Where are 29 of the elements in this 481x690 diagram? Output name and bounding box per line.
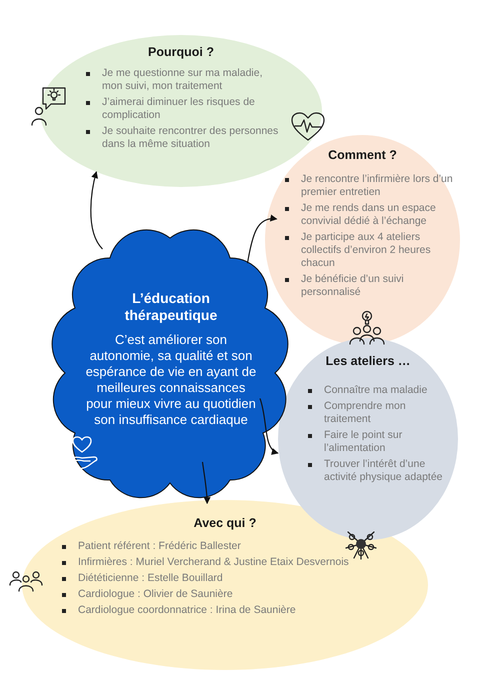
bullet-text: Faire le point sur l’alimentation [324, 429, 404, 455]
bullet-text: Trouver l’intérêt d’une activité physique adaptée [324, 458, 444, 484]
bullet-text: Patient référent : Frédéric Ballester [78, 540, 241, 553]
arrow [90, 171, 103, 250]
arrow [246, 215, 278, 264]
arrow [259, 398, 279, 454]
arrow [202, 462, 211, 504]
bullet-text: Je me rends dans un espace convivial dédié à l’échange [301, 202, 437, 228]
bubble-heading: Pourquoi ? [148, 45, 214, 59]
bullet-text: J’aimerai diminuer les risques de complication [102, 96, 256, 122]
ellipse-bubble [278, 338, 458, 540]
bullet-text: Cardiologue coordonnatrice : Irina de Saunière [78, 604, 296, 617]
bullet-text: Infirmières : Muriel Vercherand & Justine Etaix Desvernois [78, 556, 349, 569]
cloud-heading: L’éducation thérapeutique [124, 290, 218, 324]
bullet-text: Je rencontre l’infirmière lors d’un premier entretien [301, 173, 454, 199]
bullet-text: Je souhaite rencontrer des personnes dans la même situation [102, 125, 280, 151]
bubble-heading: Avec qui ? [194, 516, 256, 530]
bullet-text: Cardiologue : Olivier de Saunière [78, 588, 233, 601]
ellipse-bubble [265, 135, 460, 345]
cloud-description: C’est améliorer son autonomie, sa qualité et son espérance de vie en ayant de meilleures connaissances pour mieux vivre au quotidien son insuffisance cardiaque [85, 332, 257, 428]
ellipse-bubble [22, 500, 428, 670]
bullet-text: Je bénéficie d’un suivi personnalisé [301, 273, 405, 299]
bubble-heading: Les ateliers … [326, 354, 410, 368]
bullet-text: Comprendre mon traitement [324, 400, 407, 426]
bullet-text: Je participe aux 4 ateliers collectifs d’environ 2 heures chacun [301, 231, 432, 270]
bullet-text: Je me questionne sur ma maladie, mon suivi, mon traitement [102, 67, 264, 93]
bullet-text: Diététicienne : Estelle Bouillard [78, 572, 223, 585]
bullet-text: Connaître ma maladie [324, 384, 428, 397]
bubble-heading: Comment ? [328, 148, 397, 162]
